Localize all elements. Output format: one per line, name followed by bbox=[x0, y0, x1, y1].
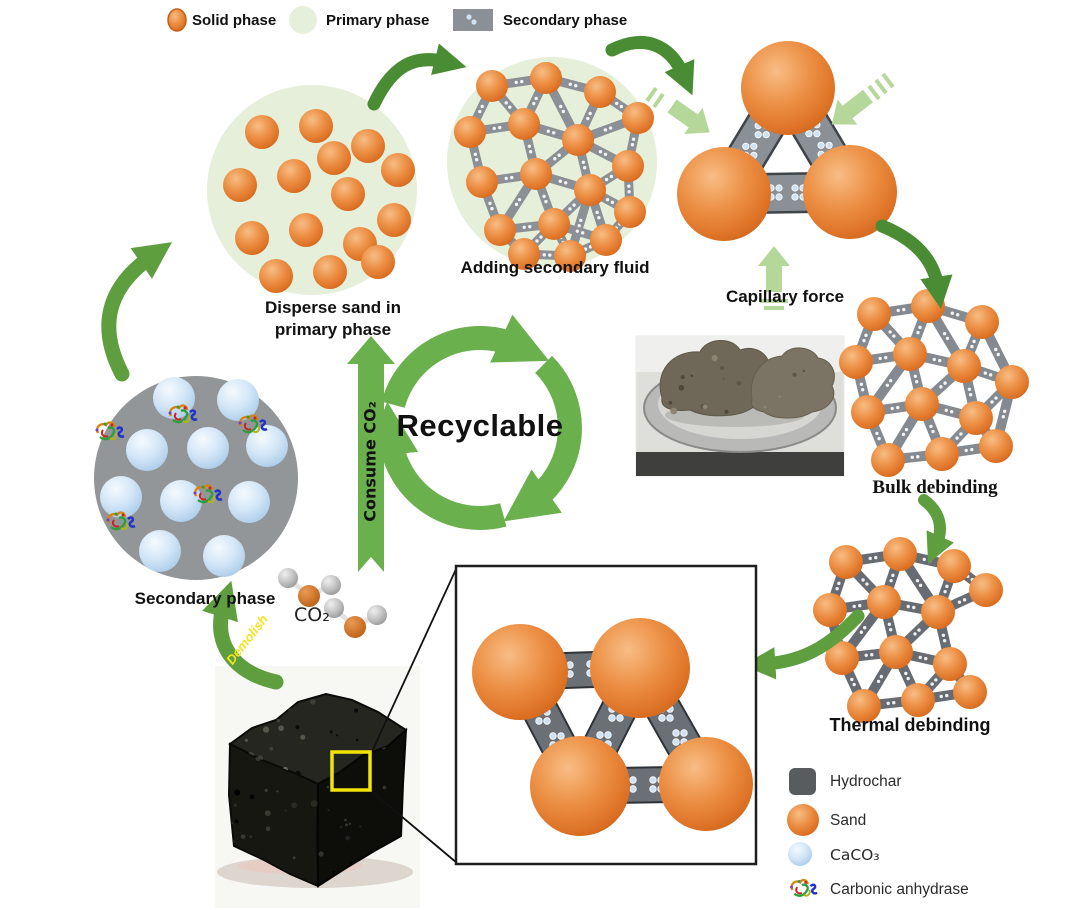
capillary-arrow-bottom bbox=[758, 246, 790, 292]
secondary-phase-icon bbox=[453, 9, 493, 31]
recycle-arrows bbox=[365, 314, 582, 530]
flow-arrows bbox=[101, 36, 954, 690]
bottom-legend-label-enzyme: Carbonic anhydrase bbox=[830, 881, 969, 898]
sand-network-bulk bbox=[839, 289, 1029, 477]
arrow-secondary-to-disperse bbox=[101, 242, 173, 382]
stage-label-disperse: Disperse sand in primary phase bbox=[264, 298, 402, 339]
bottom-legend-label-sand: Sand bbox=[830, 812, 867, 829]
top-legend-icons bbox=[167, 6, 493, 34]
stage-label-thermal: Thermal debinding bbox=[829, 715, 991, 735]
cube-photo bbox=[215, 566, 458, 908]
stage-label-bulk: Bulk debinding bbox=[872, 477, 998, 498]
demolish-arrow bbox=[202, 580, 284, 690]
connector-line-bottom bbox=[369, 789, 458, 864]
capillary-force-arrows bbox=[645, 72, 895, 310]
recyclable-label: Recyclable bbox=[396, 408, 564, 443]
top-legend-label-solid: Solid phase bbox=[192, 12, 277, 29]
caco3-icon bbox=[788, 842, 812, 866]
secondary-phase-circle bbox=[94, 376, 298, 580]
co2-molecules bbox=[278, 568, 387, 638]
caco3-sphere-cluster bbox=[100, 377, 288, 577]
sand-sphere-cluster bbox=[223, 109, 415, 293]
arrow-adding-to-capillary bbox=[605, 36, 695, 96]
highlight-square bbox=[330, 750, 372, 792]
arrow-capillary-to-bulk bbox=[875, 219, 953, 309]
carbonic-anhydrase-icon bbox=[788, 878, 819, 898]
top-legend-label-secondary: Secondary phase bbox=[503, 12, 628, 29]
hydrochar-icon bbox=[789, 768, 816, 795]
hydrochar-clump bbox=[750, 347, 835, 419]
consume-co2-label: Consume CO₂ bbox=[360, 401, 380, 522]
capillary-structure bbox=[677, 41, 897, 241]
sand-network-fluid bbox=[454, 62, 654, 272]
connector-line-top bbox=[369, 566, 458, 757]
bottom-legend-label-hydrochar: Hydrochar bbox=[830, 773, 902, 790]
zoom-box bbox=[454, 564, 758, 866]
capillary-arrow-right bbox=[831, 89, 873, 125]
primary-phase-icon bbox=[289, 6, 317, 34]
consume-co2-arrow bbox=[347, 336, 395, 572]
capillary-arrow-left bbox=[667, 99, 710, 135]
arrow-thermal-to-zoombox bbox=[742, 609, 865, 680]
pan-photo bbox=[635, 335, 845, 477]
arrow-disperse-to-adding bbox=[367, 43, 467, 111]
co2-label: CO₂ bbox=[294, 604, 330, 626]
top-legend-label-primary: Primary phase bbox=[326, 12, 430, 29]
arrow-bulk-to-thermal bbox=[918, 494, 954, 564]
bottom-legend-icons bbox=[787, 768, 819, 898]
bottom-legend-label-caco3: CaCO₃ bbox=[830, 846, 880, 864]
stage-label-secondary-phase: Secondary phase bbox=[134, 589, 276, 608]
stage-label-capillary: Capillary force bbox=[725, 287, 845, 306]
stage-label-adding: Adding secondary fluid bbox=[460, 258, 650, 277]
sand-icon bbox=[787, 804, 819, 836]
hatch-marks bbox=[645, 72, 895, 310]
solid-phase-icon bbox=[167, 8, 187, 32]
